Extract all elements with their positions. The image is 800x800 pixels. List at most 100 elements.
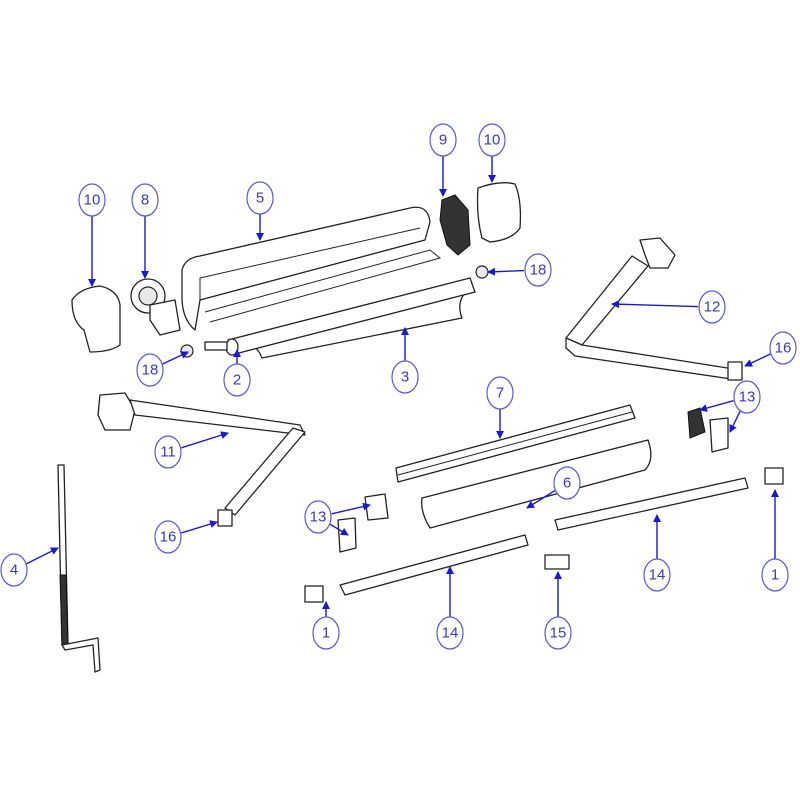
callout-number: 12 (704, 299, 721, 316)
callout-number: 7 (496, 385, 504, 402)
callout-circle (304, 500, 332, 534)
callout-number: 13 (310, 509, 327, 526)
callout-circle (312, 616, 340, 650)
callout-5: 5 (246, 181, 274, 241)
leader-arrow (162, 351, 189, 365)
callout-circle (478, 123, 506, 157)
callout-circle (223, 363, 251, 397)
callout-number: 1 (322, 625, 330, 642)
callout-circle (154, 435, 182, 469)
callout-circle (643, 558, 671, 592)
callout-number: 10 (84, 192, 101, 209)
leader-arrow (181, 431, 229, 449)
callout-8: 8 (131, 183, 159, 279)
callout-circle (486, 376, 514, 410)
leader-arrow (729, 409, 742, 433)
callout-12: 12 (611, 290, 726, 324)
callout-number: 3 (401, 369, 409, 386)
callout-number: 18 (142, 362, 159, 379)
callout-6: 6 (526, 466, 581, 509)
part-arm-left (97, 392, 306, 527)
callout-4: 4 (0, 547, 59, 587)
callout-circle (544, 616, 572, 650)
part-center-bracket (544, 554, 570, 570)
part-clip-right (764, 467, 784, 485)
parts (57, 182, 784, 673)
callout-number: 5 (256, 190, 264, 207)
callout-number: 14 (649, 567, 666, 584)
callout-1: 1 (761, 489, 789, 592)
callout-circle (246, 181, 274, 215)
callout-18: 18 (136, 351, 189, 387)
leader-arrow (487, 267, 525, 276)
leader-arrow (744, 353, 771, 367)
part-end-plate-right (687, 407, 706, 439)
part-crank-handle (57, 464, 101, 673)
callout-circle (698, 290, 726, 324)
leader-arrow (329, 523, 349, 536)
part-gear-bracket-right (439, 194, 471, 256)
leader-arrow (181, 520, 218, 534)
callout-number: 10 (484, 132, 501, 149)
callout-10: 10 (478, 123, 506, 183)
callout-circle (524, 253, 552, 287)
leader-arrow (26, 547, 59, 565)
callout-number: 8 (141, 192, 149, 209)
callout-11: 11 (154, 431, 229, 469)
leader-arrow (331, 502, 371, 515)
callout-13: 13 (304, 500, 371, 536)
callout-number: 16 (160, 529, 177, 546)
leader-arrow (699, 400, 734, 412)
part-clip-left (304, 585, 324, 603)
callout-number: 14 (442, 625, 459, 642)
callout-7: 7 (486, 376, 514, 439)
callout-circle (131, 183, 159, 217)
callout-number: 16 (775, 340, 792, 357)
callout-14: 14 (643, 514, 671, 592)
callout-circle (0, 553, 28, 587)
callout-16: 16 (154, 520, 218, 554)
callout-number: 1 (771, 567, 779, 584)
callout-number: 2 (233, 372, 241, 389)
callout-circle (761, 558, 789, 592)
callout-circle (154, 520, 182, 554)
callout-number: 6 (563, 475, 571, 492)
part-bushing-right (475, 265, 489, 279)
callout-circle (436, 616, 464, 650)
part-end-plate-left (364, 493, 389, 521)
callout-circle (78, 183, 106, 217)
callout-9: 9 (429, 123, 457, 197)
callout-number: 15 (550, 625, 567, 642)
part-roller-tube (204, 277, 476, 356)
callout-number: 18 (530, 262, 547, 279)
callout-number: 11 (160, 444, 176, 461)
callout-1: 1 (312, 601, 340, 650)
callout-circle (553, 466, 581, 500)
callout-circle (429, 123, 457, 157)
callout-number: 13 (739, 389, 756, 406)
callout-2: 2 (223, 349, 251, 397)
callouts: 10 8 5 9 10 18 12 16 18 2 3 7 13 11 6 16 13 4 1 14 1 14 15 (0, 123, 797, 650)
callout-3: 3 (391, 327, 419, 394)
part-support-bar-left (339, 534, 529, 596)
callout-10: 10 (78, 183, 106, 287)
profile-groove-line (397, 411, 633, 476)
callout-number: 9 (439, 132, 447, 149)
part-arm-right (565, 237, 743, 381)
part-support-bar-right (554, 477, 749, 531)
callout-18: 18 (487, 253, 552, 287)
part-valance (421, 439, 652, 529)
part-end-cap-right (476, 182, 522, 243)
callout-15: 15 (544, 571, 572, 650)
part-end-cap-left (71, 285, 121, 353)
leader-arrow (611, 300, 699, 309)
part-cassette-housing (181, 206, 442, 331)
callout-13: 13 (699, 380, 761, 433)
leader-arrow (526, 489, 556, 509)
part-end-cover-right (709, 417, 729, 453)
callout-circle (136, 353, 164, 387)
callout-14: 14 (436, 566, 464, 650)
callout-circle (391, 360, 419, 394)
